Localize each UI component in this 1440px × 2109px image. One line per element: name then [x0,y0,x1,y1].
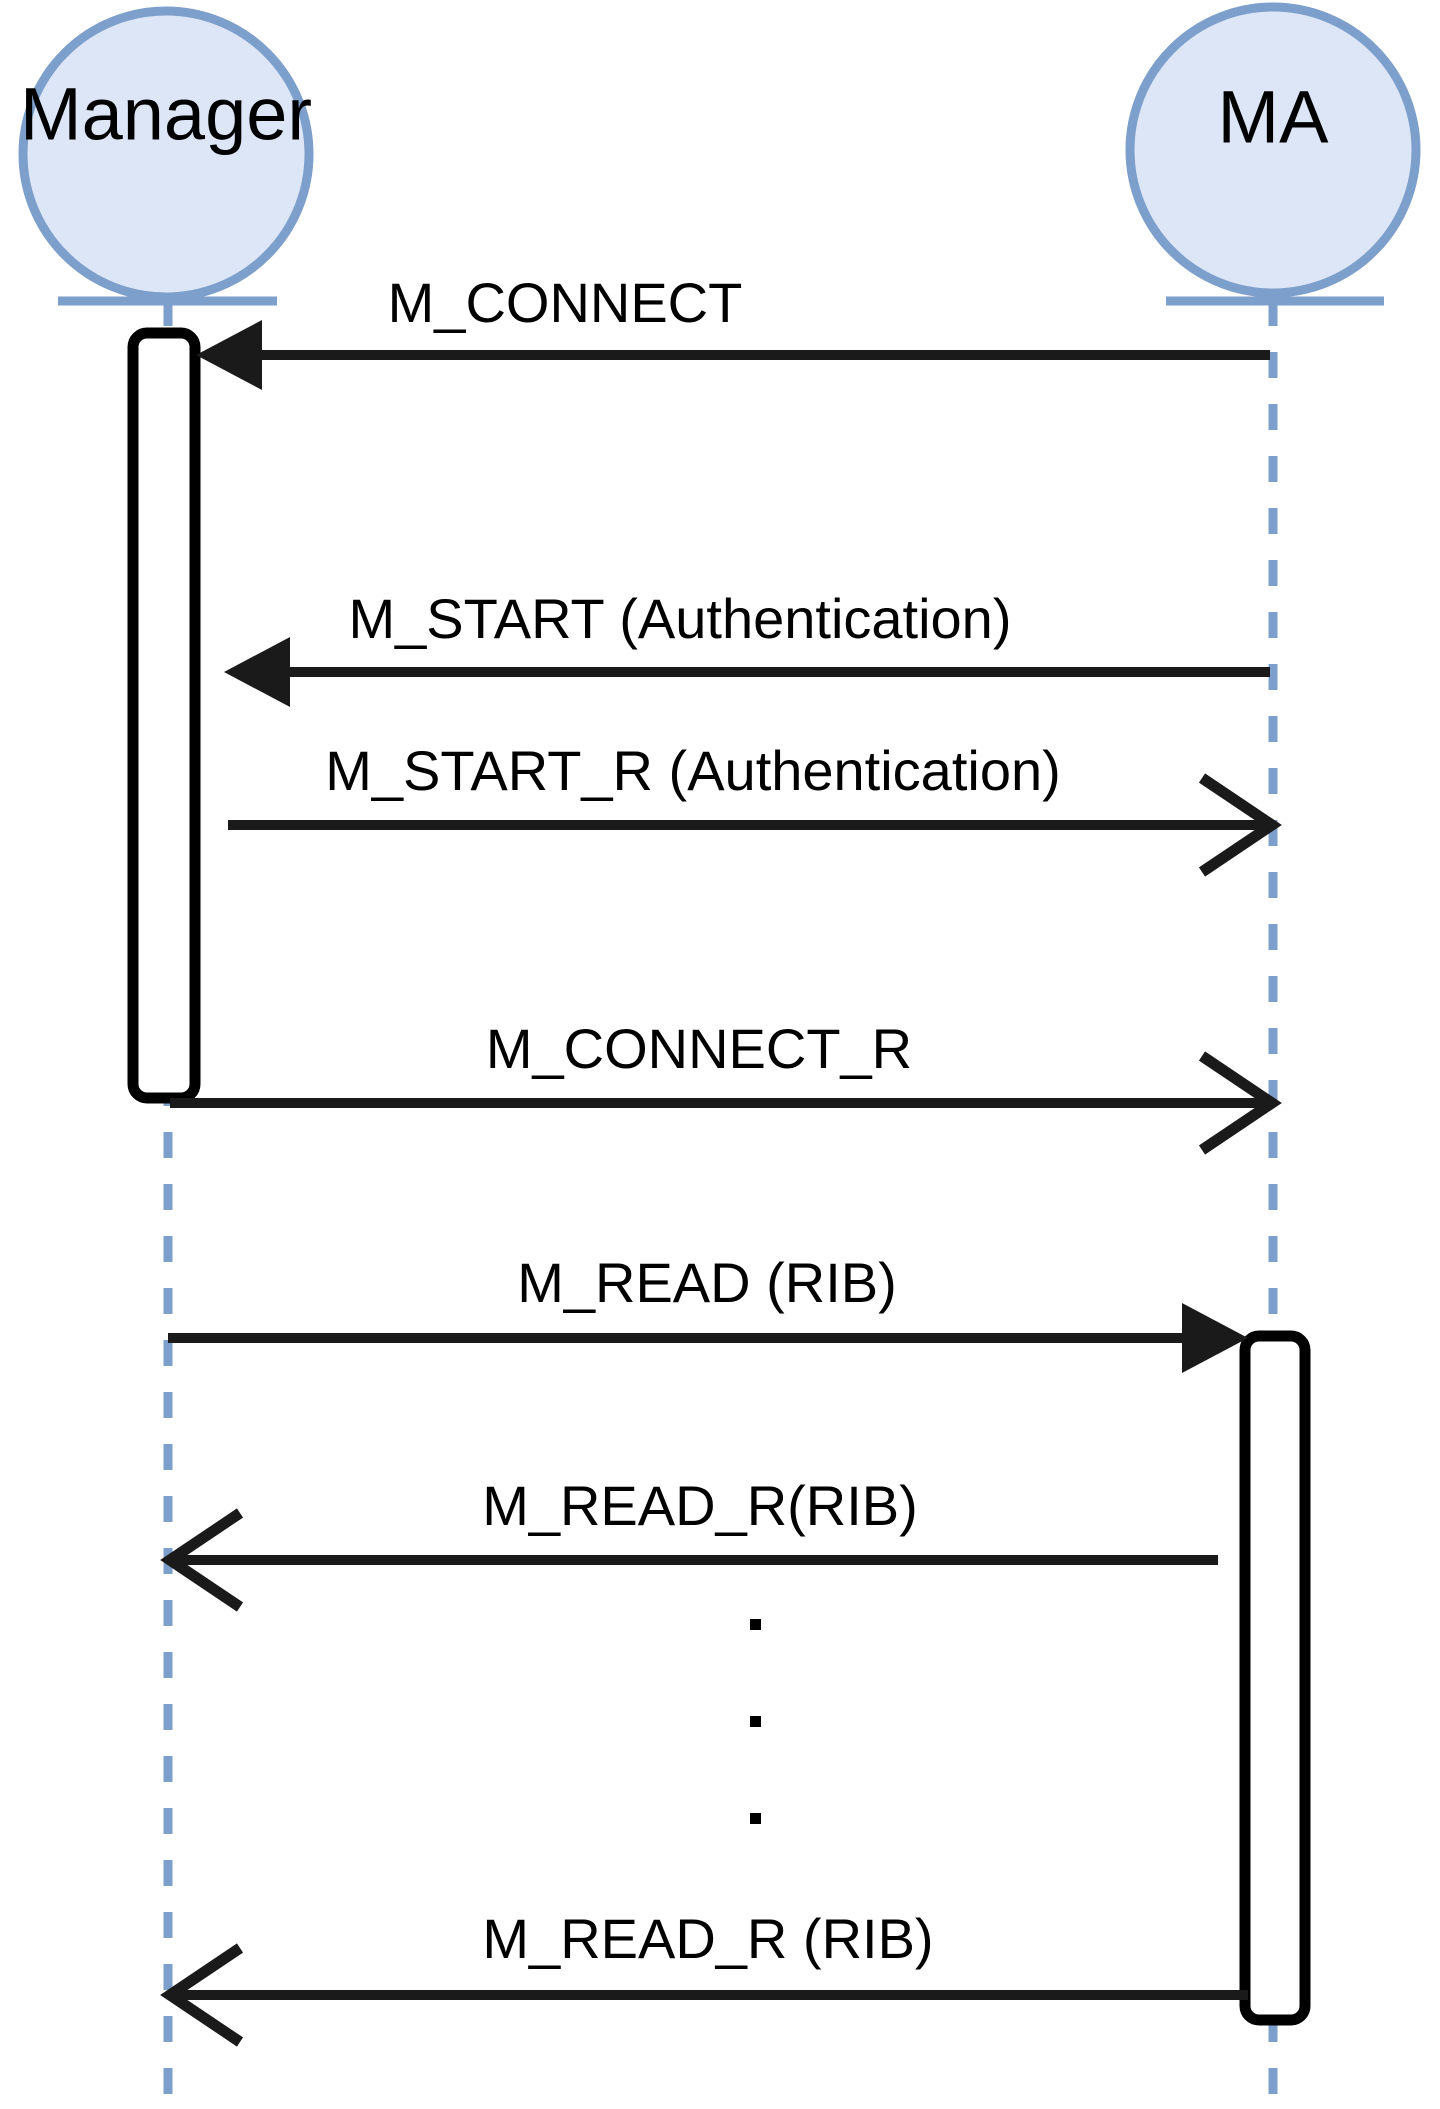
message-m-connect[interactable]: M_CONNECT [196,271,1270,390]
message-label: M_READ_R (RIB) [482,1907,933,1970]
ellipsis-dot [750,1716,761,1727]
actor-ma[interactable]: MA [1125,2,1421,298]
arrowhead-open-left-icon [160,1943,244,2047]
message-m-read-r-2[interactable]: M_READ_R (RIB) [160,1907,1248,2047]
arrowhead-filled-left-icon [224,637,290,707]
ellipsis-dot [750,1813,761,1824]
message-m-read-r-1[interactable]: M_READ_R(RIB) [160,1474,1218,1612]
arrowhead-filled-left-icon [196,320,262,390]
actor-circle-manager[interactable] [18,6,314,302]
arrowhead-open-left-icon [160,1508,244,1612]
lifelines [163,300,1278,2100]
ellipsis-group [750,1619,761,1824]
actor-label-ma: MA [1218,76,1330,159]
ellipsis-dot [750,1619,761,1630]
message-m-start-r[interactable]: M_START_R (Authentication) [228,739,1282,877]
message-label: M_START_R (Authentication) [325,739,1061,802]
actor-label-manager: Manager [20,73,312,156]
arrowhead-filled-right-icon [1182,1303,1248,1373]
message-label: M_CONNECT_R [486,1017,912,1080]
actor-circle-ma[interactable] [1125,2,1421,298]
message-m-connect-r[interactable]: M_CONNECT_R [170,1017,1282,1155]
activation-box-ma[interactable] [1239,1330,1311,2026]
message-label: M_READ (RIB) [517,1251,897,1314]
message-m-start[interactable]: M_START (Authentication) [224,587,1270,707]
message-m-read[interactable]: M_READ (RIB) [168,1251,1248,1373]
arrowhead-open-right-icon [1198,1051,1282,1155]
message-label: M_READ_R(RIB) [482,1474,918,1537]
message-label: M_CONNECT [388,271,743,334]
arrowhead-open-right-icon [1198,773,1282,877]
activation-box-manager[interactable] [127,327,201,1104]
activation-boxes [127,327,1311,2026]
message-label: M_START (Authentication) [349,587,1012,650]
actor-manager[interactable]: Manager [18,6,314,302]
